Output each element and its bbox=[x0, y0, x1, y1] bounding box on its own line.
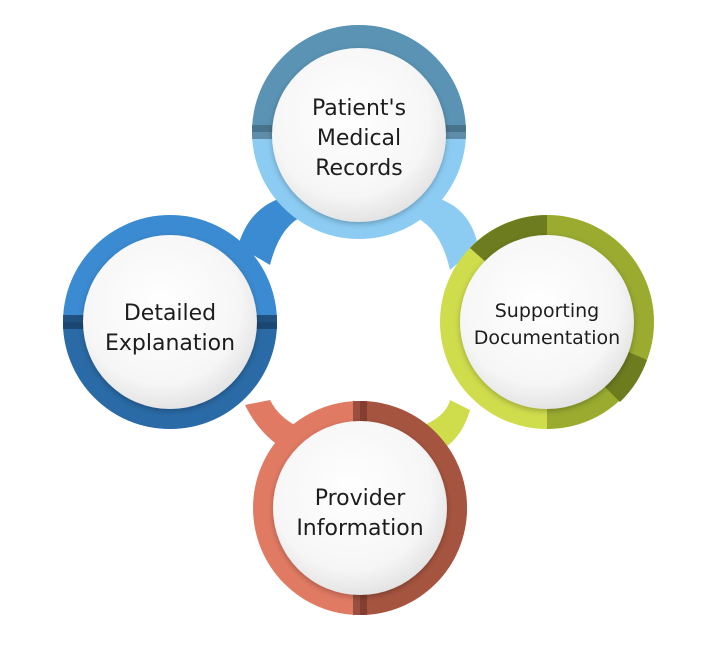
ring-shade-top bbox=[252, 25, 466, 132]
ring-bar-top bbox=[252, 125, 277, 139]
inner-disc-top bbox=[272, 48, 446, 222]
node-right bbox=[440, 215, 654, 429]
ring-shade-bottom bbox=[360, 401, 467, 615]
ring-dark-right-2 bbox=[602, 350, 647, 402]
ring-shade-left bbox=[63, 322, 277, 429]
node-top bbox=[252, 25, 466, 239]
inner-disc-right bbox=[460, 235, 634, 409]
node-label-provider-information: Provider Information bbox=[260, 484, 460, 544]
node-bottom bbox=[253, 401, 467, 615]
inner-disc-left bbox=[83, 235, 257, 409]
node-label-supporting-documentation: Supporting Documentation bbox=[447, 298, 647, 352]
node-label-patients-medical-records: Patient's Medical Records bbox=[259, 94, 459, 184]
inner-disc-bottom bbox=[273, 421, 447, 595]
node-label-line: Information bbox=[296, 516, 424, 541]
node-label-line: Supporting bbox=[494, 300, 600, 322]
ring-bar-left-2 bbox=[252, 315, 277, 329]
node-label-detailed-explanation: Detailed Explanation bbox=[70, 299, 270, 359]
ring-bar-top-2 bbox=[441, 125, 466, 139]
node-label-line: Provider bbox=[314, 486, 406, 511]
connector-top-left bbox=[238, 196, 305, 265]
ring-bar-left bbox=[63, 315, 88, 329]
node-label-line: Documentation bbox=[473, 327, 621, 349]
node-label-line: Detailed bbox=[123, 301, 217, 326]
ring-bar-bottom-2 bbox=[353, 590, 367, 615]
node-label-line: Patient's bbox=[311, 96, 407, 121]
node-left bbox=[63, 215, 277, 429]
node-label-line: Records bbox=[315, 156, 403, 181]
ring-dark-right bbox=[470, 215, 547, 264]
node-label-line: Medical bbox=[316, 126, 402, 151]
ring-bar-bottom bbox=[353, 401, 367, 426]
node-label-line: Explanation bbox=[104, 331, 236, 356]
